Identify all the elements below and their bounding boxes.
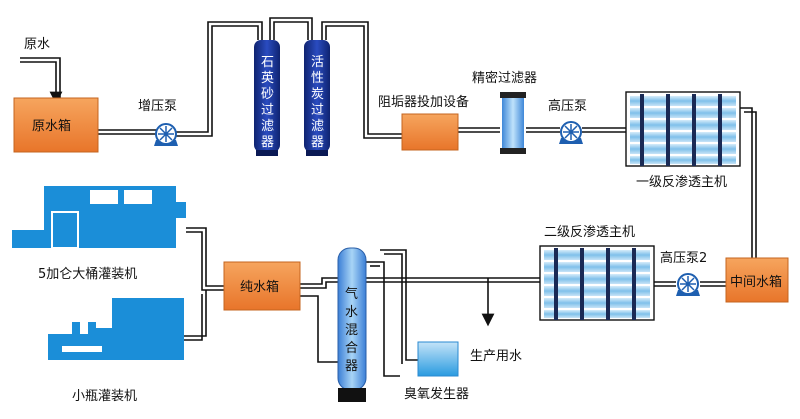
filter2-char-1: 性 <box>311 71 324 86</box>
pure-water-tank-label: 纯水箱 <box>240 279 279 295</box>
production-water-label: 生产用水 <box>470 349 522 364</box>
ozone-generator <box>417 341 459 377</box>
filter2-char-2: 炭 <box>311 87 324 102</box>
raw-water-tank-label: 原水箱 <box>32 118 71 134</box>
pipe-network <box>20 17 757 377</box>
filter2-char-0: 活 <box>311 55 324 70</box>
barrel-filling-label: 5加仑大桶灌装机 <box>38 267 137 282</box>
intermediate-tank-label: 中间水箱 <box>730 274 782 290</box>
antiscalant-label: 阻垢器投加设备 <box>378 94 469 110</box>
filter2-char-3: 过 <box>311 103 324 118</box>
pure-water-tank: 纯水箱 <box>223 261 301 311</box>
filter2-char-5: 器 <box>311 135 324 150</box>
mixer-char-0: 气 <box>345 286 358 302</box>
mixer-char-1: 水 <box>345 305 358 320</box>
high-pressure-pump-label: 高压泵 <box>548 98 587 114</box>
mixer-char-4: 器 <box>345 359 358 374</box>
mixer-char-2: 混 <box>345 323 358 338</box>
filter2-char-4: 滤 <box>311 119 324 134</box>
raw-water-label: 原水 <box>24 37 50 52</box>
booster-pump-label: 增压泵 <box>138 99 177 114</box>
high-pressure-pump-icon <box>559 121 583 144</box>
filter1-char-1: 英 <box>261 71 274 86</box>
bottle-filling-machine <box>48 298 184 360</box>
filter1-char-0: 石 <box>261 55 274 70</box>
activated-carbon-filter: 活 性 炭 过 滤 器 <box>304 40 330 156</box>
precision-filter <box>500 92 526 154</box>
ro-stage1-unit <box>625 91 741 167</box>
ro-stage1-label: 一级反渗透主机 <box>636 175 727 190</box>
ro-stage2-label: 二级反渗透主机 <box>544 225 635 240</box>
filter1-char-3: 过 <box>261 103 274 118</box>
high-pressure-pump2-icon <box>676 273 700 296</box>
intermediate-water-tank: 中间水箱 <box>725 257 789 303</box>
barrel-filling-machine <box>12 186 186 249</box>
ozone-generator-label: 臭氧发生器 <box>404 386 469 402</box>
gas-water-mixer: 气 水 混 合 器 <box>337 247 367 402</box>
mixer-char-3: 合 <box>345 341 358 356</box>
filter1-char-5: 器 <box>261 135 274 150</box>
ro-stage2-unit <box>539 245 655 321</box>
booster-pump-icon <box>154 123 178 146</box>
precision-filter-label: 精密过滤器 <box>472 70 537 86</box>
bottle-filling-label: 小瓶灌装机 <box>72 389 137 404</box>
quartz-sand-filter: 石 英 砂 过 滤 器 <box>254 40 280 156</box>
antiscalant-dosing-unit <box>401 113 459 151</box>
filter1-char-4: 滤 <box>261 119 274 134</box>
raw-water-tank: 原水箱 <box>13 97 99 153</box>
high-pressure-pump2-label: 高压泵2 <box>660 250 707 266</box>
filter1-char-2: 砂 <box>261 87 274 102</box>
